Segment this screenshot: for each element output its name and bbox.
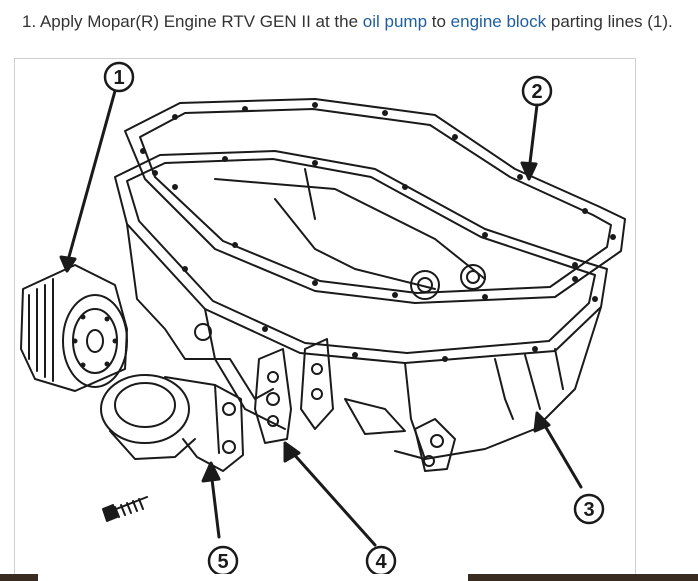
callout-1: 1 [103,61,135,93]
adapter-bolt [102,496,148,522]
oil-filter-adapter [100,374,244,472]
engine-block-link[interactable]: engine block [450,12,547,31]
callout-4: 4 [365,545,397,577]
bottom-strip-left [0,574,38,581]
oil-filter [20,264,128,392]
callout-5-label: 5 [217,551,228,573]
callout-1-label: 1 [113,67,124,89]
callout-5: 5 [207,545,239,577]
callout-2: 2 [521,75,553,107]
oil-pan-illustration: 1 2 3 4 5 [20,61,626,577]
bottom-scroll-strip [0,574,698,581]
oil-pan-gasket [124,98,626,304]
instruction-text: 1. Apply Mopar(R) Engine RTV GEN II at t… [22,8,692,36]
oil-pump-link[interactable]: oil pump [362,12,428,31]
instruction-middle: to [427,12,451,31]
callout-arrows [59,89,583,547]
pump-gasket-plate [254,338,334,444]
callout-4-label: 4 [375,551,387,573]
bottom-strip-right [468,574,698,581]
oil-pan-diagram: 1 2 3 4 5 [14,58,636,581]
callout-3: 3 [573,493,605,525]
instruction-prefix: 1. Apply Mopar(R) Engine RTV GEN II at t… [22,12,363,31]
oil-pan-body [114,150,608,472]
instruction-suffix: parting lines (1). [546,12,673,31]
callout-2-label: 2 [531,81,542,103]
callout-3-label: 3 [583,499,594,521]
